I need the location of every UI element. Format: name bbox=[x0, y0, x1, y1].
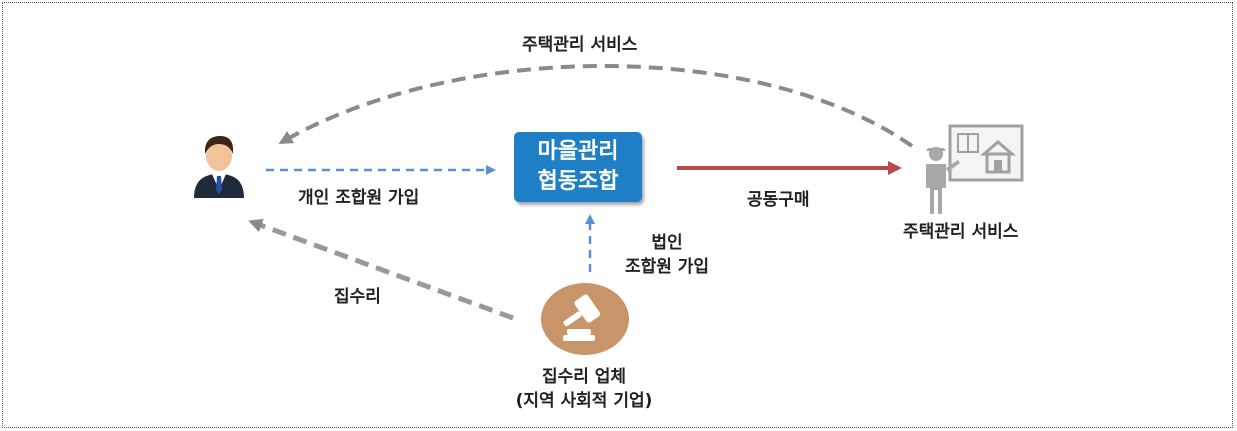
label-group-purchase: 공동구매 bbox=[747, 190, 810, 210]
label-housing-service: 주택관리 서비스 bbox=[903, 222, 1019, 242]
label-top-arc: 주택관리 서비스 bbox=[522, 35, 638, 55]
businessman-icon bbox=[194, 136, 244, 198]
label-individual-join: 개인 조합원 가입 bbox=[298, 188, 420, 208]
label-corporate-join: 법인 조합원 가입 bbox=[612, 231, 722, 279]
gavel-icon bbox=[541, 283, 629, 355]
presenter-house-plan-icon bbox=[926, 124, 1024, 214]
label-repair: 집수리 bbox=[334, 287, 381, 307]
arrow-repair bbox=[248, 218, 514, 321]
label-repair-company-line2: (지역 사회적 기업) bbox=[515, 391, 653, 411]
center-box-line1: 마을관리 bbox=[537, 139, 619, 164]
village-management-coop-box: 마을관리 협동조합 bbox=[514, 132, 642, 202]
center-box-line2: 협동조합 bbox=[537, 169, 619, 194]
arrow-top-arc bbox=[278, 64, 914, 148]
label-corporate-join-line1: 법인 bbox=[651, 233, 683, 253]
label-repair-company-line1: 집수리 업체 bbox=[541, 367, 627, 387]
label-corporate-join-line2: 조합원 가입 bbox=[624, 257, 710, 277]
label-repair-company: 집수리 업체 (지역 사회적 기업) bbox=[484, 365, 684, 413]
